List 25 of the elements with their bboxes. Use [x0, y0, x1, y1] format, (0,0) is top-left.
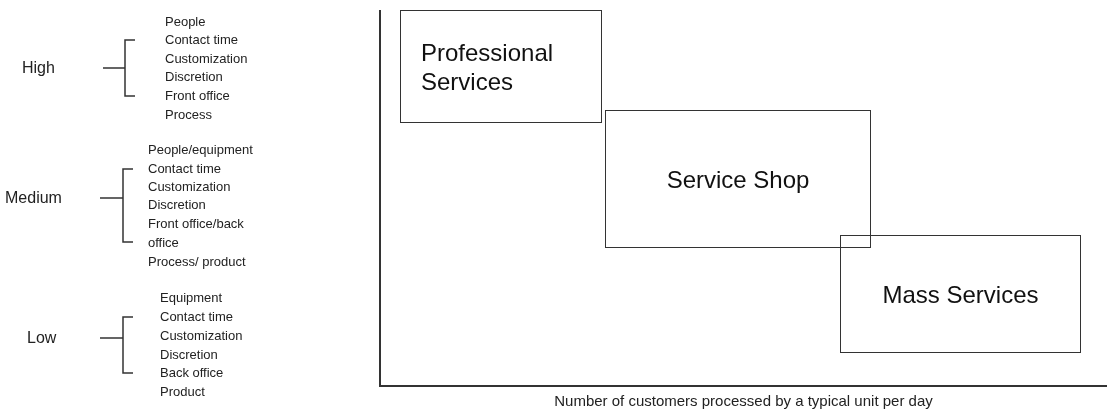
level-label: High — [22, 58, 55, 78]
attribute-label: Process/ product — [148, 253, 246, 271]
service-type-box: Professional Services — [400, 10, 602, 123]
attribute-label: Front office/back office — [148, 215, 245, 252]
attribute-label: People — [165, 13, 206, 31]
attribute-label: Contact time — [148, 160, 221, 178]
level-label: Medium — [5, 188, 62, 208]
attribute-label: Product — [160, 383, 205, 401]
attribute-label: Contact time — [160, 308, 233, 326]
attribute-label: Equipment — [160, 289, 223, 307]
attribute-label: Back office — [160, 364, 224, 382]
attribute-label: Front office — [165, 87, 230, 105]
attribute-label: Process — [165, 106, 212, 124]
attribute-label: Customization — [148, 178, 231, 196]
service-type-box: Service Shop — [605, 110, 871, 248]
attribute-label: Discretion — [160, 346, 218, 364]
attribute-label: Contact time — [165, 31, 238, 49]
attribute-label: People/equipment — [148, 141, 253, 159]
service-type-box: Mass Services — [840, 235, 1081, 353]
attribute-label: Discretion — [148, 196, 206, 214]
level-label: Low — [27, 328, 57, 348]
attribute-label: Customization — [165, 50, 248, 68]
axis-title: Number of customers processed by a typical unit per day — [553, 392, 934, 411]
attribute-label: Customization — [160, 327, 243, 345]
attribute-label: Discretion — [165, 68, 223, 86]
